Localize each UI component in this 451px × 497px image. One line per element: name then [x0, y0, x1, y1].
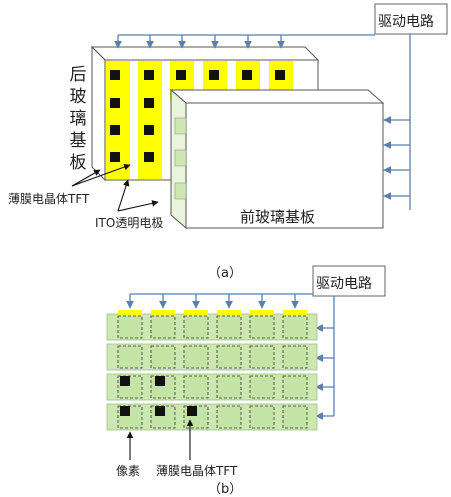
row-drive-lines-b	[315, 296, 335, 420]
front-glass-front-face	[185, 102, 384, 229]
ito-label-a: ITO透明电极	[95, 216, 164, 230]
column-drive-lines-b	[126, 293, 313, 309]
rear-glass-top-face	[90, 46, 320, 61]
pixel-label: 像素	[116, 464, 141, 478]
tft-pointer-arrows-a	[71, 163, 131, 187]
row-electrodes	[174, 117, 187, 200]
driver-box-b	[312, 265, 386, 297]
tft-squares-b	[120, 376, 197, 416]
ito-pointer-arrows-a	[117, 179, 159, 212]
front-glass-label: 前玻璃基板	[240, 208, 316, 226]
front-glass-top-face	[169, 89, 385, 104]
driver-label-b: 驱动电路	[316, 276, 372, 292]
row-drive-lines	[383, 34, 411, 210]
tft-label-a: 薄膜电晶体TFT	[8, 192, 90, 206]
rear-glass-label: 后 玻 璃 基 板	[69, 65, 87, 173]
tft-squares	[110, 70, 285, 162]
tft-label-b: 薄膜电晶体TFT	[156, 464, 238, 478]
driver-box-a	[374, 3, 448, 35]
figure-b	[106, 265, 386, 460]
column-strips	[118, 310, 307, 318]
figure-a	[71, 3, 448, 230]
pixel-cells	[117, 315, 308, 429]
caption-a: （a）	[208, 266, 242, 281]
driver-label-a: 驱动电路	[378, 14, 434, 30]
column-drive-lines	[114, 34, 375, 49]
caption-b: （b）	[208, 482, 243, 497]
rear-glass-left-face	[91, 45, 106, 182]
